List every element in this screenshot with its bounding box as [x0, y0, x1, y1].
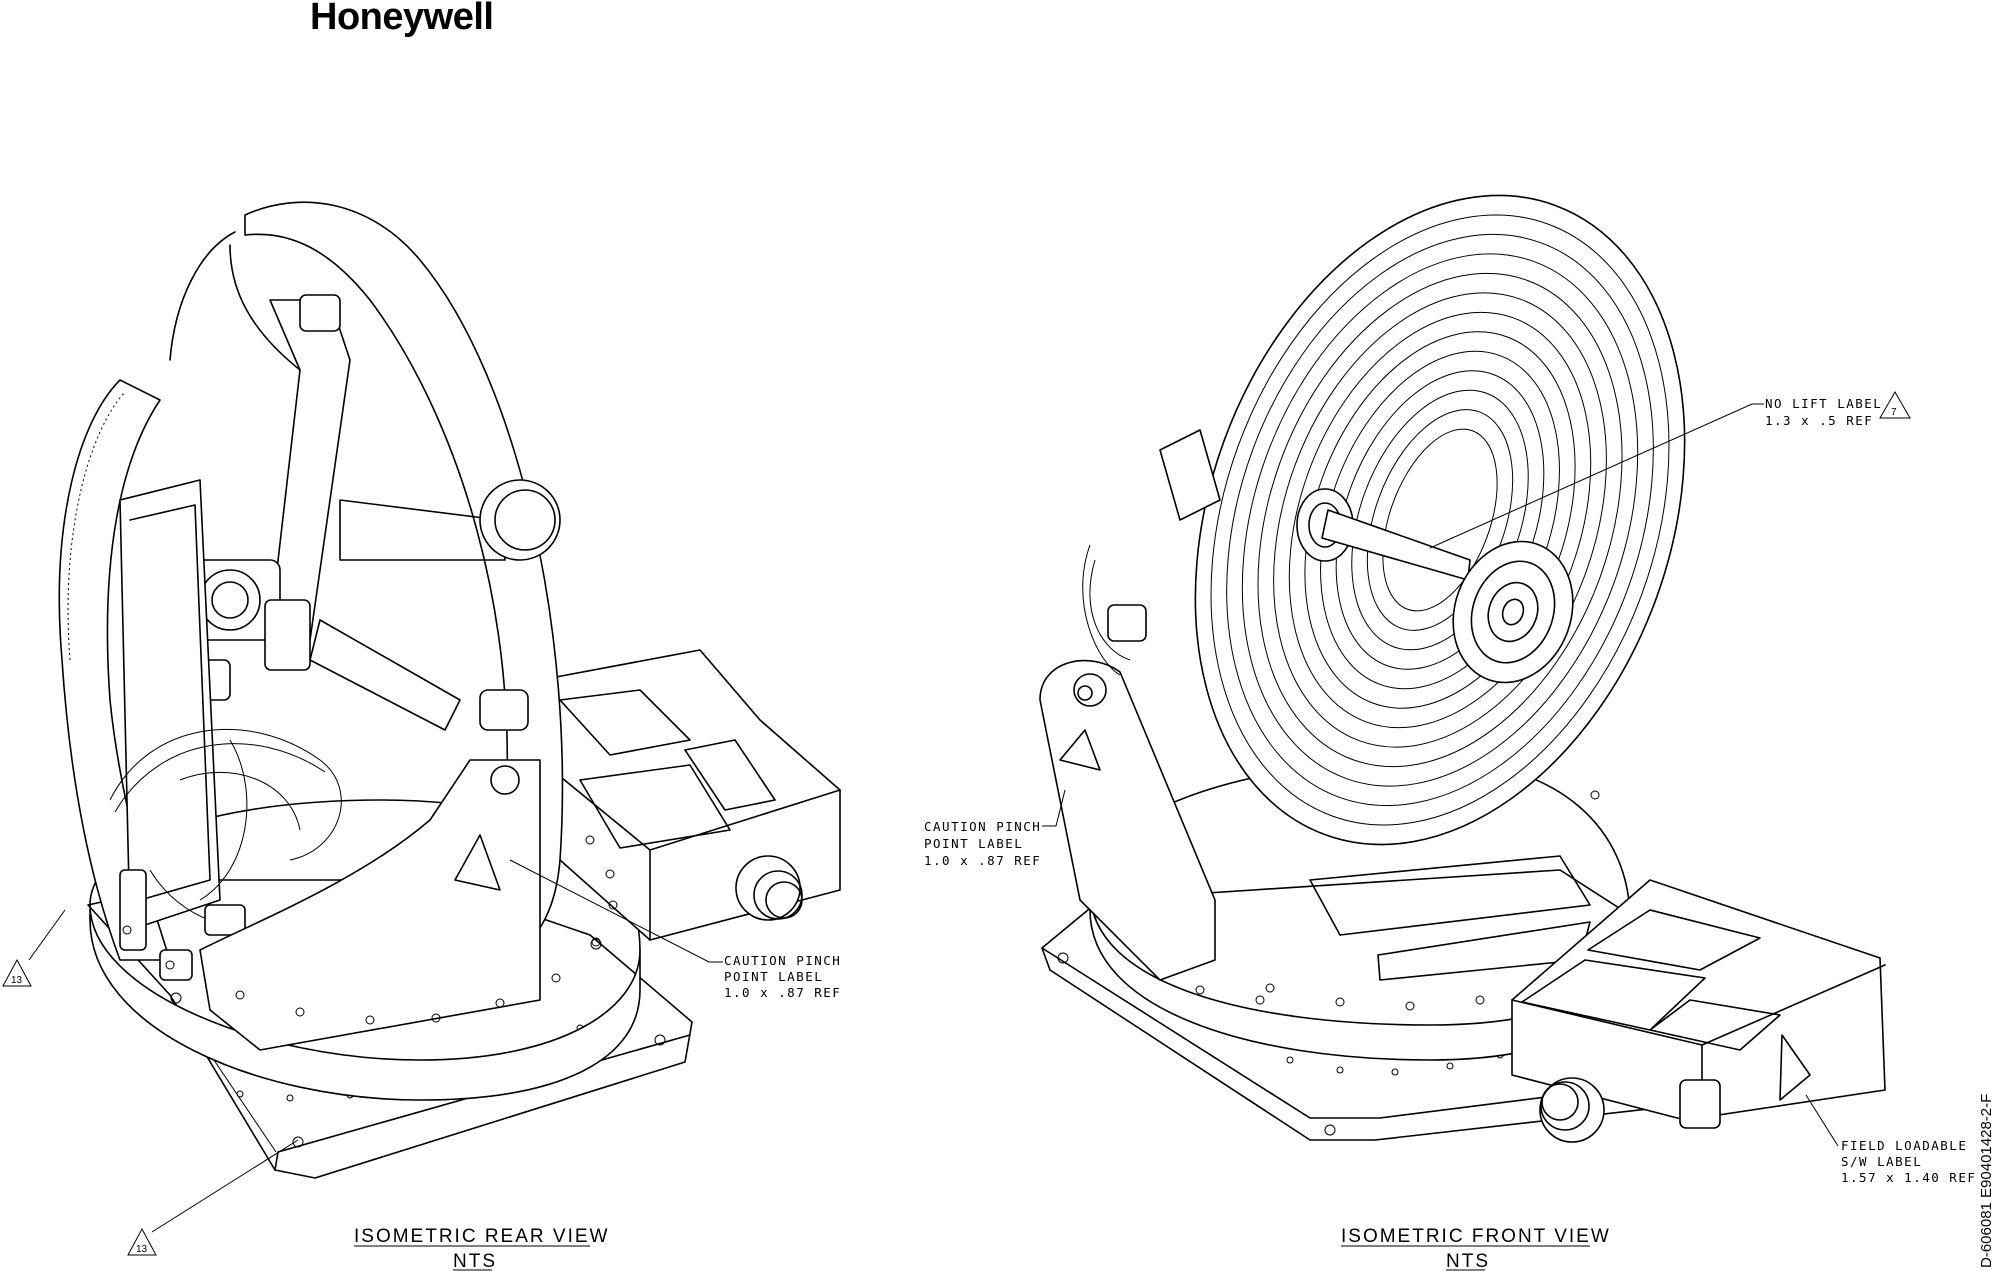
document-number: D-606081 E90401428-2-F — [1978, 1094, 1994, 1268]
front-callout-field-loadable: FIELD LOADABLE S/W LABEL 1.57 x 1.40 REF — [1806, 1095, 1976, 1185]
svg-text:S/W LABEL: S/W LABEL — [1841, 1154, 1922, 1169]
front-callout-caution-pinch: CAUTION PINCH POINT LABEL 1.0 x .87 REF — [924, 790, 1065, 868]
front-view-illustration — [1040, 127, 1885, 1142]
dish-rings — [1109, 127, 1770, 914]
svg-text:CAUTION PINCH: CAUTION PINCH — [724, 953, 841, 968]
svg-text:NO LIFT LABEL: NO LIFT LABEL — [1765, 396, 1882, 411]
svg-text:13: 13 — [136, 1244, 148, 1255]
rear-note-flag-13-top: 13 — [3, 910, 65, 986]
front-view-title-block: ISOMETRIC FRONT VIEW NTS — [1341, 1226, 1611, 1271]
svg-text:POINT LABEL: POINT LABEL — [724, 969, 823, 984]
svg-text:1.0 x .87 REF: 1.0 x .87 REF — [924, 853, 1041, 868]
svg-text:1.0 x .87 REF: 1.0 x .87 REF — [724, 985, 841, 1000]
rear-view-scale: NTS — [453, 1251, 497, 1271]
honeywell-logo: Honeywell — [310, 0, 493, 38]
front-view-title: ISOMETRIC FRONT VIEW — [1341, 1226, 1611, 1247]
rear-view-title: ISOMETRIC REAR VIEW — [354, 1226, 609, 1247]
svg-text:POINT LABEL: POINT LABEL — [924, 836, 1023, 851]
svg-text:FIELD LOADABLE: FIELD LOADABLE — [1841, 1138, 1967, 1153]
svg-text:7: 7 — [1891, 407, 1897, 418]
front-view-scale: NTS — [1446, 1251, 1490, 1271]
svg-text:CAUTION PINCH: CAUTION PINCH — [924, 819, 1041, 834]
rear-view-illustration — [59, 202, 840, 1178]
rear-view-title-block: ISOMETRIC REAR VIEW NTS — [354, 1226, 609, 1271]
svg-text:1.3 x .5 REF: 1.3 x .5 REF — [1765, 413, 1873, 428]
svg-text:1.57 x 1.40 REF: 1.57 x 1.40 REF — [1841, 1170, 1976, 1185]
svg-text:13: 13 — [11, 975, 23, 986]
